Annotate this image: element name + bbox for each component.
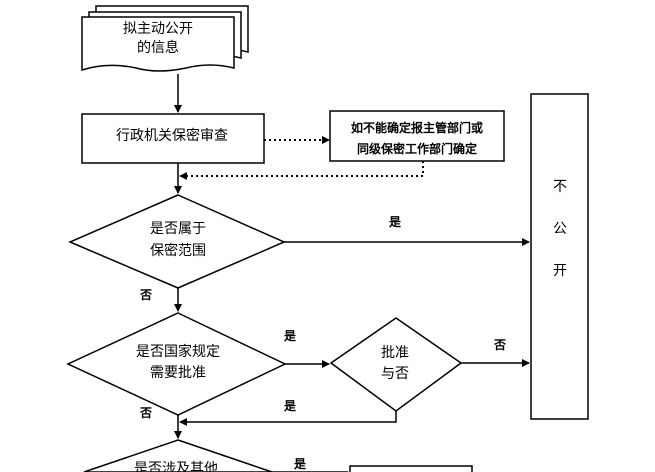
dotted-arrow-from-consult <box>184 161 424 177</box>
edge-label-other-yes: 是 <box>293 457 307 471</box>
doc-node-line2: 的信息 <box>137 40 179 56</box>
decision-approval-diamond <box>66 312 287 416</box>
decision-secret-line2: 保密范围 <box>150 243 206 259</box>
edge-label-approval-yes: 是 <box>283 329 297 343</box>
decision-secret-line1: 是否属于 <box>150 221 206 237</box>
decision-other-line1: 是否涉及其他 <box>134 461 218 472</box>
document-stack-shape <box>81 5 249 72</box>
edge-label-approval-no: 否 <box>139 406 153 420</box>
doc-node-line1: 拟主动公开 <box>123 21 193 37</box>
not-public-char2: 公 <box>553 221 567 237</box>
consult-box-line2: 同级保密工作部门确定 <box>356 142 478 156</box>
consult-box-line1: 如不能确定报主管部门或 <box>350 121 484 135</box>
dotted-arrowhead-consult <box>322 136 330 144</box>
edge-label-approved-yes: 是 <box>283 399 297 413</box>
decision-secret-diamond <box>68 194 286 289</box>
edge-label-secret-yes: 是 <box>388 215 402 229</box>
consult-box <box>329 110 505 162</box>
not-public-char3: 开 <box>553 263 567 279</box>
arrow-approved-yes-return <box>179 411 397 426</box>
decision-approved-line1: 批准 <box>381 345 409 361</box>
decision-approved-line2: 与否 <box>381 366 409 382</box>
decision-approval-line1: 是否国家规定 <box>136 344 220 360</box>
review-process-box <box>81 113 265 164</box>
review-box-label: 行政机关保密审查 <box>116 128 228 144</box>
not-public-char1: 不 <box>553 179 567 195</box>
not-public-box <box>530 93 589 420</box>
dotted-arrowhead-return <box>179 172 187 180</box>
decision-approved-diamond <box>329 317 463 412</box>
bottom-partial-box <box>349 465 473 472</box>
edge-label-secret-no: 否 <box>139 288 153 302</box>
decision-other-diamond <box>83 439 273 472</box>
decision-approval-line2: 需要批准 <box>150 365 206 381</box>
edge-label-approved-no: 否 <box>493 338 507 352</box>
